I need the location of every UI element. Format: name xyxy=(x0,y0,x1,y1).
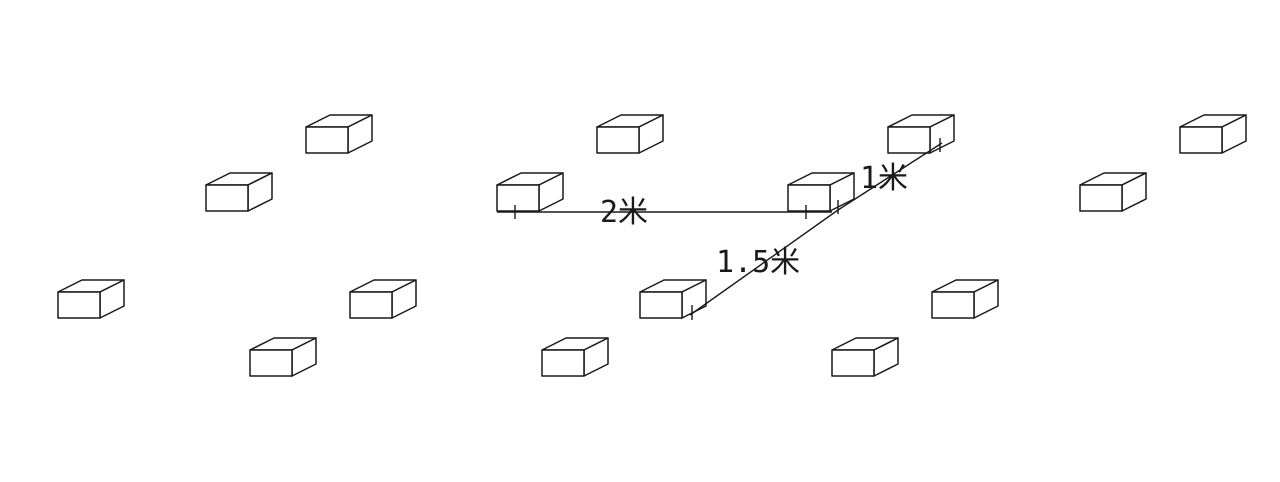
box-front-face xyxy=(887,126,931,154)
box-7 xyxy=(787,172,855,212)
box-6 xyxy=(496,172,564,212)
box-front-face xyxy=(541,349,585,377)
dimension-annotations: 2米 1.5米 1米 xyxy=(497,138,943,320)
box-front-face xyxy=(831,349,875,377)
dimension-row-spacing: 2米 xyxy=(497,195,832,230)
box-front-face xyxy=(349,291,393,319)
box-13 xyxy=(249,337,317,377)
box-3 xyxy=(887,114,955,154)
box-10 xyxy=(349,279,417,319)
dimension-upper-diagonal-spacing: 1米 xyxy=(837,138,943,211)
box-front-face xyxy=(249,349,293,377)
box-front-face xyxy=(205,184,249,212)
box-front-face xyxy=(1179,126,1223,154)
box-1 xyxy=(305,114,373,154)
box-front-face xyxy=(496,184,540,212)
box-front-face xyxy=(1079,184,1123,212)
box-12 xyxy=(931,279,999,319)
box-front-face xyxy=(305,126,349,154)
dimension-diagonal-spacing: 1.5米 xyxy=(689,200,839,320)
box-front-face xyxy=(596,126,640,154)
dimension-line-upper-diagonal-spacing xyxy=(837,142,943,211)
box-2 xyxy=(596,114,664,154)
box-14 xyxy=(541,337,609,377)
box-front-face xyxy=(931,291,975,319)
dimension-label-row-spacing: 2米 xyxy=(600,195,648,230)
dimension-label-upper-diagonal-spacing: 1米 xyxy=(860,161,908,196)
box-5 xyxy=(205,172,273,212)
box-8 xyxy=(1079,172,1147,212)
boxes-layer xyxy=(57,114,1247,377)
box-front-face xyxy=(639,291,683,319)
box-15 xyxy=(831,337,899,377)
box-front-face xyxy=(57,291,101,319)
box-4 xyxy=(1179,114,1247,154)
box-front-face xyxy=(787,184,831,212)
dimension-label-diagonal-spacing: 1.5米 xyxy=(716,245,800,280)
box-9 xyxy=(57,279,125,319)
dimension-line-diagonal-spacing xyxy=(689,209,839,316)
